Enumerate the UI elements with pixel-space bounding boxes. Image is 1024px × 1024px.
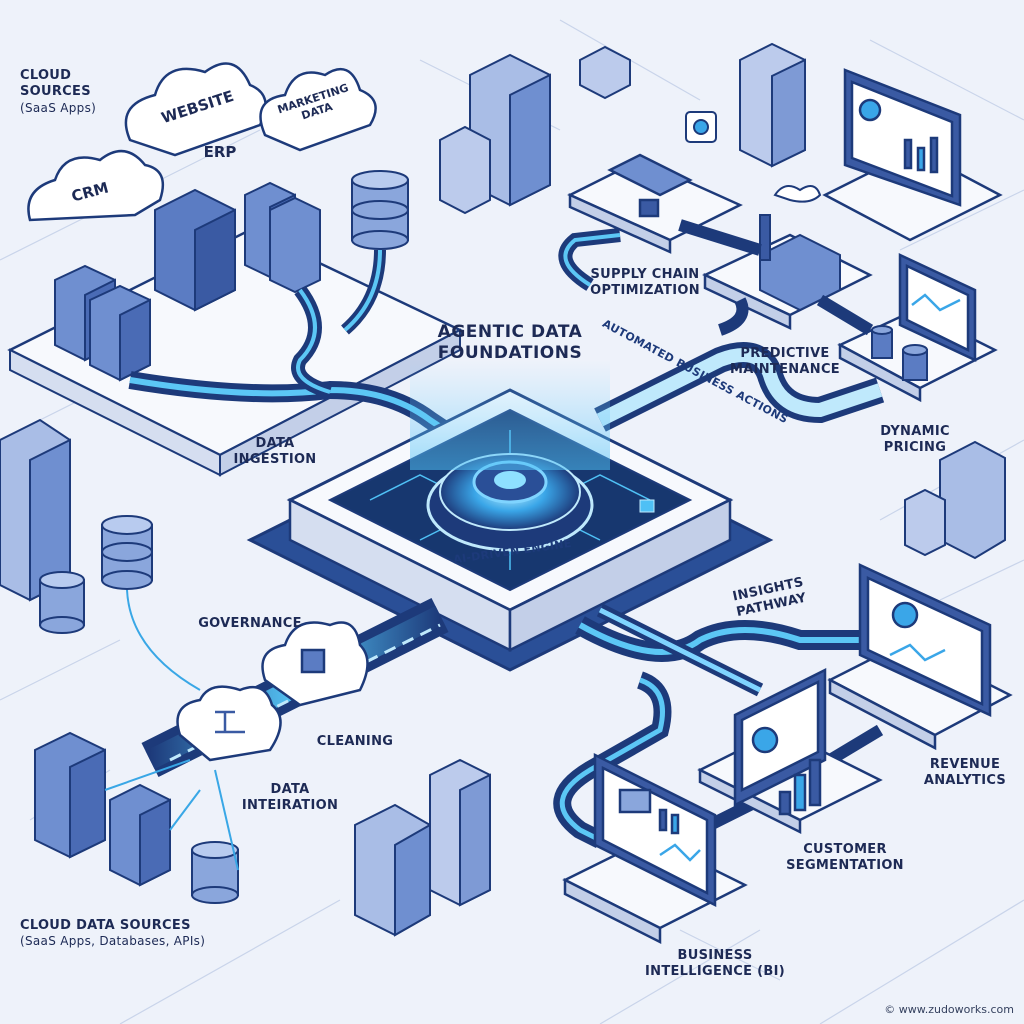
server-rack-icon — [34, 731, 171, 887]
predictive-line1: PREDICTIVE — [740, 346, 830, 361]
ingestion-line2: INGESTION — [233, 452, 317, 468]
factory-icon — [759, 185, 841, 312]
integration-line2: INTEIRATION — [241, 798, 339, 814]
marketing-cloud-icon — [259, 67, 377, 152]
bi-platform — [562, 752, 748, 945]
cloud-data-sources-line2: (SaaS Apps, Databases, APIs) — [20, 934, 206, 949]
cloud-data-sources-label: CLOUD DATA SOURCES (SaaS Apps, Databases… — [20, 918, 260, 949]
diagram-title: AGENTIC DATA FOUNDATIONS — [410, 322, 610, 365]
hologram-glow — [410, 360, 610, 470]
integration-line1: DATA — [270, 782, 310, 797]
top-left-platform — [7, 228, 463, 477]
bi-label: BUSINESS INTELLIGENCE (BI) — [640, 948, 790, 981]
automated-actions-pathway — [558, 219, 885, 432]
ai-core-icon — [426, 453, 594, 552]
integration-label: DATA INTEIRATION — [225, 782, 355, 815]
pricing-line2: PRICING — [883, 440, 947, 456]
predictive-maintenance-label: PREDICTIVE MAINTENANCE — [725, 346, 845, 379]
cleaning-label: CLEANING — [316, 734, 394, 749]
database-icon — [351, 170, 409, 250]
supply-chain-platform — [567, 153, 743, 254]
database-icon — [39, 515, 239, 904]
supply-chain-line1: SUPPLY CHAIN — [590, 267, 700, 282]
analytics-monitor-icon — [898, 253, 977, 362]
office-building-icon — [439, 42, 806, 215]
revenue-line1: REVENUE — [929, 757, 1001, 772]
segmentation-platform — [697, 667, 883, 835]
cloud-sources-line1: CLOUD — [20, 68, 72, 83]
analytics-monitor-icon — [822, 68, 1003, 242]
server-rack-icon — [54, 181, 321, 382]
office-building-icon — [0, 418, 1006, 937]
customer-segmentation-label: CUSTOMER SEGMENTATION — [775, 842, 915, 875]
predictive-line2: MAINTENANCE — [729, 362, 840, 378]
revenue-analytics-platform — [827, 563, 1013, 751]
supply-chain-line2: OPTIMIZATION — [590, 283, 700, 299]
bi-line2: INTELLIGENCE (BI) — [645, 964, 785, 980]
cloud-sources-line2: SOURCES — [20, 84, 91, 100]
credit-text: © www.zudoworks.com — [884, 1003, 1014, 1016]
cloud-data-sources-line1: CLOUD DATA SOURCES — [20, 918, 191, 933]
supply-chain-label: SUPPLY CHAIN OPTIMIZATION — [585, 267, 705, 300]
database-icon — [871, 325, 928, 381]
source-connector-lines — [104, 589, 239, 871]
title-line2: FOUNDATIONS — [437, 343, 583, 364]
segmentation-line2: SEGMENTATION — [786, 858, 904, 874]
ingestion-line1: DATA — [255, 436, 295, 451]
insights-pathway — [553, 603, 884, 849]
title-line1: AGENTIC DATA — [437, 322, 583, 342]
governance-label: GOVERNANCE — [198, 616, 302, 631]
cloud-sources-label: CLOUD SOURCES (SaaS Apps) — [20, 68, 130, 116]
segmentation-line1: CUSTOMER — [803, 842, 887, 857]
governance-cloud-icon — [261, 621, 369, 707]
pricing-line1: DYNAMIC — [880, 424, 950, 439]
bi-line1: BUSINESS — [677, 948, 753, 963]
revenue-line2: ANALYTICS — [923, 773, 1007, 789]
erp-label: ERP — [203, 143, 237, 161]
data-cloud-icon — [176, 685, 282, 762]
ingestion-label: DATA INGESTION — [215, 436, 335, 469]
crm-cloud-icon — [27, 150, 165, 222]
ingestion-flow-path — [128, 249, 465, 448]
gear-icon — [685, 111, 717, 143]
dynamic-pricing-label: DYNAMIC PRICING — [860, 424, 970, 457]
cloud-sources-sub: (SaaS Apps) — [20, 100, 97, 115]
revenue-analytics-label: REVENUE ANALYTICS — [910, 757, 1020, 790]
website-cloud-icon — [124, 62, 267, 157]
